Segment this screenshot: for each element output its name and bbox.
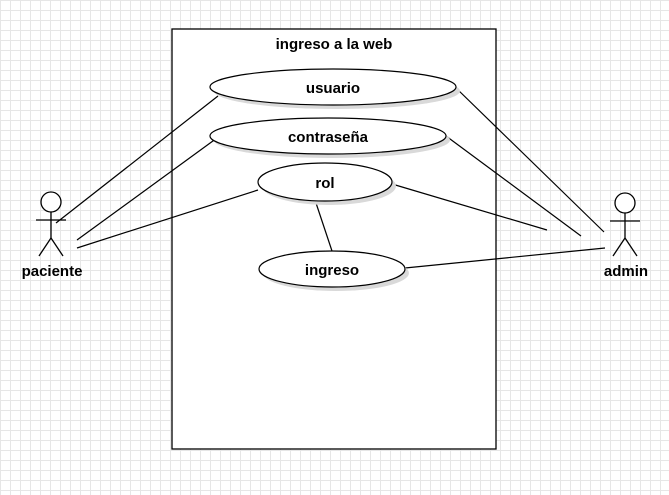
actor-admin-label: admin bbox=[604, 263, 648, 280]
use-case-usuario-ellipse bbox=[209, 68, 457, 106]
use-case-rol: rol bbox=[257, 162, 396, 205]
use-case-usuario: usuario bbox=[209, 68, 460, 109]
association-admin-usuario bbox=[454, 86, 605, 233]
actor-paciente: paciente bbox=[22, 191, 83, 280]
use-case-usuario-label: usuario bbox=[306, 80, 360, 97]
actor-admin: admin bbox=[604, 192, 648, 280]
association-admin-rol bbox=[391, 183, 548, 231]
actor-paciente-icon bbox=[36, 191, 66, 257]
use-case-ingreso-label: ingreso bbox=[305, 262, 359, 279]
association-paciente-contrasena bbox=[76, 137, 218, 241]
actor-paciente-label: paciente bbox=[22, 263, 83, 280]
associations bbox=[55, 86, 606, 269]
use-case-rol-ellipse bbox=[257, 162, 393, 202]
association-admin-ingreso bbox=[404, 247, 606, 269]
use-case-rol-label: rol bbox=[315, 175, 334, 192]
association-rol-ingreso bbox=[315, 202, 333, 252]
association-admin-contrasena bbox=[445, 135, 582, 237]
association-paciente-usuario bbox=[55, 95, 219, 224]
use-case-contrasena-label: contraseña bbox=[288, 129, 369, 146]
use-case-contrasena-ellipse bbox=[209, 117, 447, 155]
system-title: ingreso a la web bbox=[276, 36, 393, 53]
use-case-contrasena: contraseña bbox=[209, 117, 450, 158]
use-case-ingreso-ellipse bbox=[258, 250, 406, 288]
use-case-ingreso: ingreso bbox=[258, 250, 409, 291]
association-paciente-rol bbox=[76, 189, 259, 249]
actor-admin-icon bbox=[610, 192, 640, 257]
